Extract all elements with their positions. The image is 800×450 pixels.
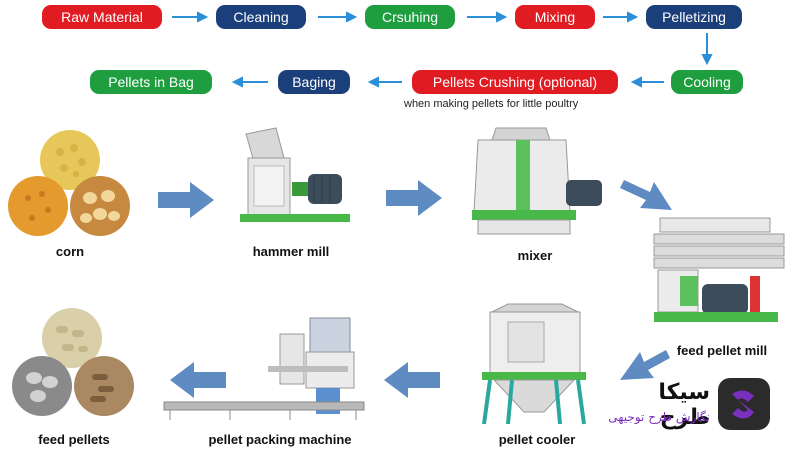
mixer-image [472,127,602,235]
crushing-note: when making pellets for little poultry [404,98,579,110]
step-pellets-in-bag: Pellets in Bag [90,70,212,94]
feed-pellets-image [12,308,134,416]
label-feed-pellets: feed pellets [38,432,110,447]
logo-name: سیکا طرح [658,380,710,430]
label-pellet-cooler: pellet cooler [498,432,576,447]
step-cleaning: Cleaning [216,5,306,29]
pellet-cooler-image [482,303,586,425]
step-pelletizing: Pelletizing [646,5,742,29]
label-mixer: mixer [517,248,553,263]
step-cooling: Cooling [671,70,743,94]
label-corn: corn [55,244,85,259]
pellet-packing-machine-image [163,317,365,420]
arrow-down-left-icon [620,350,670,380]
feed-pellet-mill-image [653,217,785,322]
arrow-right-icon [386,180,442,216]
sika-tarh-logo-icon [718,378,770,430]
step-mixing: Mixing [515,5,595,29]
flow-arrows [172,11,713,88]
arrow-left-icon [170,362,226,398]
hammer-mill-image [240,127,350,222]
logo-tagline: نگارش طرح توجیهی [608,410,710,424]
label-hammer-mill: hammer mill [252,244,330,259]
arrow-right-icon [158,182,214,218]
arrow-down-right-icon [620,180,672,210]
corn-image [8,130,130,236]
label-feed-pellet-mill: feed pellet mill [676,343,768,358]
label-pellet-packing-machine: pellet packing machine [208,432,352,447]
step-crushing: Crsuhing [365,5,455,29]
step-baging: Baging [278,70,350,94]
step-pellets-crushing: Pellets Crushing (optional) [412,70,618,94]
arrow-left-icon [384,362,440,398]
step-raw-material: Raw Material [42,5,162,29]
